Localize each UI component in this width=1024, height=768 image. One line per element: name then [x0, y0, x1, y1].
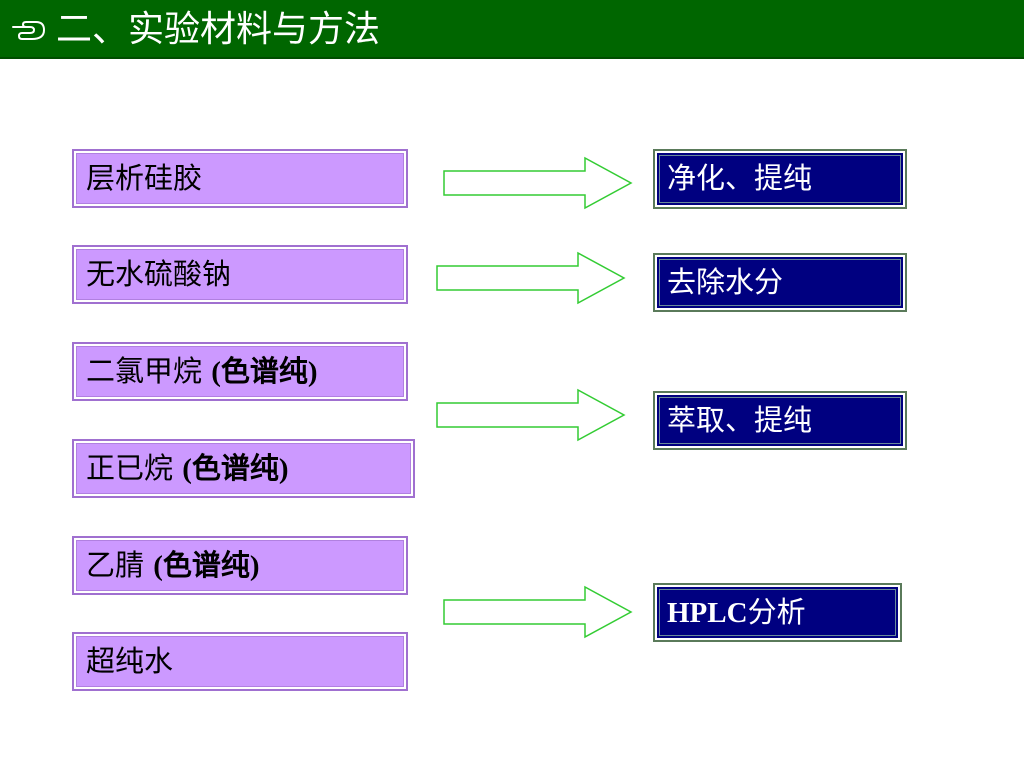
right-arrow-icon [443, 156, 633, 210]
material-box-ultrapure-water: 超纯水 [72, 632, 408, 691]
pointing-hand-icon [12, 21, 45, 40]
result-label: 萃取、提纯 [667, 403, 813, 437]
material-name: 二氯甲烷 [86, 354, 212, 388]
material-name: 乙腈 [86, 548, 154, 582]
title-bar: 二、实验材料与方法 [0, 0, 1024, 59]
material-grade: (色谱纯) [182, 453, 289, 485]
result-box-purification: 净化、提纯 [653, 149, 907, 209]
material-name: 正已烷 [86, 451, 183, 485]
result-box-hplc: HPLC分析 [653, 583, 902, 642]
slide-title: 二、实验材料与方法 [56, 9, 381, 50]
material-name: 超纯水 [86, 644, 174, 678]
result-latin: HPLC [667, 597, 748, 629]
material-name: 层析硅胶 [86, 161, 203, 195]
result-label: 净化、提纯 [667, 161, 813, 195]
result-label: 去除水分 [667, 265, 784, 299]
material-box-hexane: 正已烷 (色谱纯) [72, 439, 415, 498]
right-arrow-icon [443, 585, 633, 639]
result-box-extraction: 萃取、提纯 [653, 391, 907, 450]
material-grade: (色谱纯) [211, 356, 318, 388]
material-name: 无水硫酸钠 [86, 257, 232, 291]
right-arrow-icon [436, 388, 626, 442]
result-box-dehydration: 去除水分 [653, 253, 907, 312]
right-arrow-icon [436, 251, 626, 305]
material-box-silica-gel: 层析硅胶 [72, 149, 408, 208]
material-box-sodium-sulfate: 无水硫酸钠 [72, 245, 408, 304]
result-label: 分析 [747, 595, 806, 629]
material-box-acetonitrile: 乙腈 (色谱纯) [72, 536, 408, 595]
material-box-dichloromethane: 二氯甲烷 (色谱纯) [72, 342, 408, 401]
material-grade: (色谱纯) [153, 550, 260, 582]
